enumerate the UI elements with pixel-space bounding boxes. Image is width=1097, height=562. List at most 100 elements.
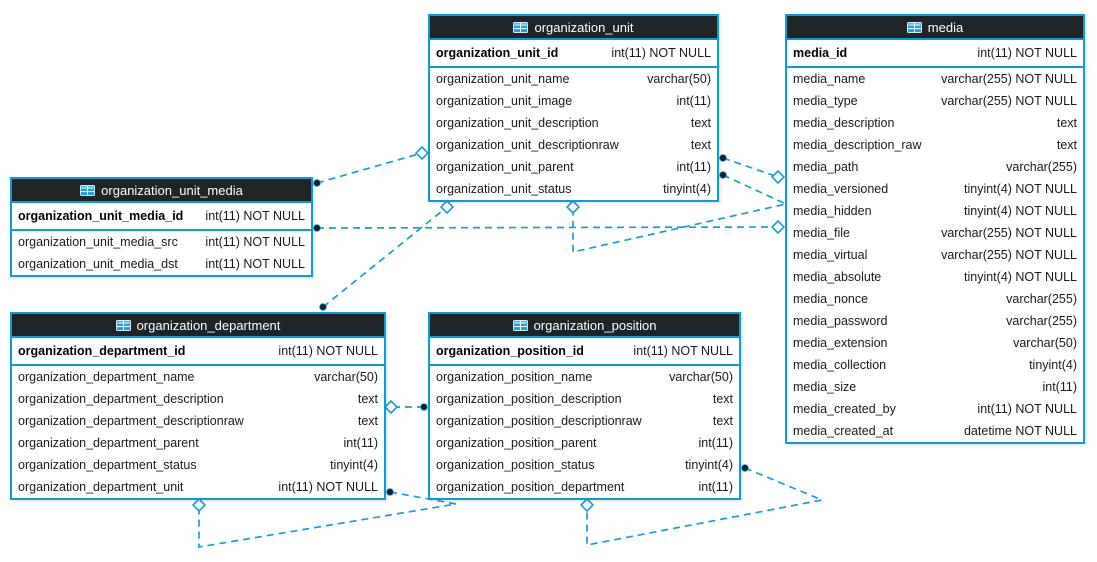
column-name: organization_unit_description [436, 116, 599, 130]
table-body: organization_unit_media_src int(11) NOT N… [12, 231, 311, 275]
relation-position-self[interactable] [579, 464, 825, 547]
column-type: text [712, 414, 733, 428]
relation-department-self[interactable] [191, 488, 457, 549]
column-name: media_hidden [793, 204, 872, 218]
column-row: media_hidden tinyint(4) NOT NULL [787, 200, 1083, 222]
column-type: tinyint(4) [663, 182, 711, 196]
column-type: int(11) [676, 94, 711, 108]
column-type: text [357, 392, 378, 406]
column-row: media_collection tinyint(4) [787, 354, 1083, 376]
column-name: organization_unit_status [436, 182, 572, 196]
table-media[interactable]: media media_id int(11) NOT NULL media_na… [785, 14, 1085, 444]
column-type: int(11) NOT NULL [611, 46, 711, 60]
column-name: media_collection [793, 358, 887, 372]
pk-row: organization_position_id int(11) NOT NUL… [430, 338, 739, 366]
column-type: varchar(50) [314, 370, 378, 384]
column-type: varchar(255) NOT NULL [941, 248, 1077, 262]
table-icon [80, 184, 96, 196]
column-type: int(11) [698, 480, 733, 494]
relation-organization-unit-to-media[interactable] [719, 154, 786, 185]
column-name: media_created_by [793, 402, 896, 416]
column-row: organization_department_name varchar(50) [12, 366, 384, 388]
column-type: text [712, 392, 733, 406]
column-name: organization_position_description [436, 392, 622, 406]
column-row: organization_unit_descriptionraw text [430, 134, 717, 156]
column-name: organization_department_name [18, 370, 195, 384]
column-name: organization_department_descriptionraw [18, 414, 244, 428]
column-name: media_virtual [793, 248, 868, 262]
column-name: organization_unit_descriptionraw [436, 138, 619, 152]
column-name: media_extension [793, 336, 888, 350]
table-organization-unit[interactable]: organization_unit organization_unit_id i… [428, 14, 719, 202]
column-type: varchar(255) NOT NULL [941, 94, 1077, 108]
relation-organization-unit-self[interactable] [565, 171, 789, 254]
column-type: text [690, 138, 711, 152]
column-type: varchar(255) [1006, 160, 1077, 174]
column-type: int(11) NOT NULL [205, 209, 305, 223]
column-name: organization_position_parent [436, 436, 597, 450]
column-type: tinyint(4) NOT NULL [964, 182, 1077, 196]
table-title: organization_position [533, 317, 657, 333]
column-name: organization_unit_media_dst [18, 257, 178, 271]
column-type: tinyint(4) NOT NULL [964, 270, 1077, 284]
pk-row: organization_unit_media_id int(11) NOT N… [12, 203, 311, 231]
column-name: organization_position_name [436, 370, 593, 384]
column-name: organization_position_department [436, 480, 625, 494]
table-header: organization_position [430, 314, 739, 338]
column-type: text [690, 116, 711, 130]
column-row: organization_unit_media_src int(11) NOT N… [12, 231, 311, 253]
column-type: int(11) [1042, 380, 1077, 394]
column-name: media_versioned [793, 182, 889, 196]
column-type: varchar(255) NOT NULL [941, 226, 1077, 240]
relation-unit-media-to-organization-unit[interactable] [313, 145, 430, 187]
column-type: tinyint(4) [330, 458, 378, 472]
table-organization-department[interactable]: organization_department organization_dep… [10, 312, 386, 500]
column-type: int(11) NOT NULL [633, 344, 733, 358]
column-type: text [1056, 138, 1077, 152]
column-name: organization_department_id [18, 344, 186, 358]
column-row: organization_position_description text [430, 388, 739, 410]
column-name: media_path [793, 160, 859, 174]
column-type: tinyint(4) NOT NULL [964, 204, 1077, 218]
column-name: organization_position_status [436, 458, 595, 472]
relation-department-to-organization-unit[interactable] [319, 199, 455, 311]
column-name: media_nonce [793, 292, 869, 306]
column-name: organization_unit_media_id [18, 209, 184, 223]
column-name: organization_unit_parent [436, 160, 574, 174]
column-name: organization_unit_image [436, 94, 573, 108]
pk-row: organization_unit_id int(11) NOT NULL [430, 40, 717, 68]
column-type: tinyint(4) [1029, 358, 1077, 372]
column-name: organization_department_parent [18, 436, 199, 450]
table-organization-position[interactable]: organization_position organization_posit… [428, 312, 741, 500]
column-name: organization_unit_media_src [18, 235, 178, 249]
column-type: varchar(50) [647, 72, 711, 86]
column-name: organization_department_unit [18, 480, 184, 494]
column-name: organization_position_descriptionraw [436, 414, 642, 428]
table-header: organization_unit_media [12, 179, 311, 203]
table-header: organization_unit [430, 16, 717, 40]
table-organization-unit-media[interactable]: organization_unit_media organization_uni… [10, 177, 313, 277]
column-type: text [1056, 116, 1077, 130]
table-title: organization_department [136, 317, 281, 333]
table-icon [906, 21, 922, 33]
relation-unit-media-to-media[interactable] [313, 219, 786, 235]
column-type: int(11) [698, 436, 733, 450]
relation-position-to-department[interactable] [383, 399, 428, 415]
column-type: int(11) NOT NULL [205, 235, 305, 249]
